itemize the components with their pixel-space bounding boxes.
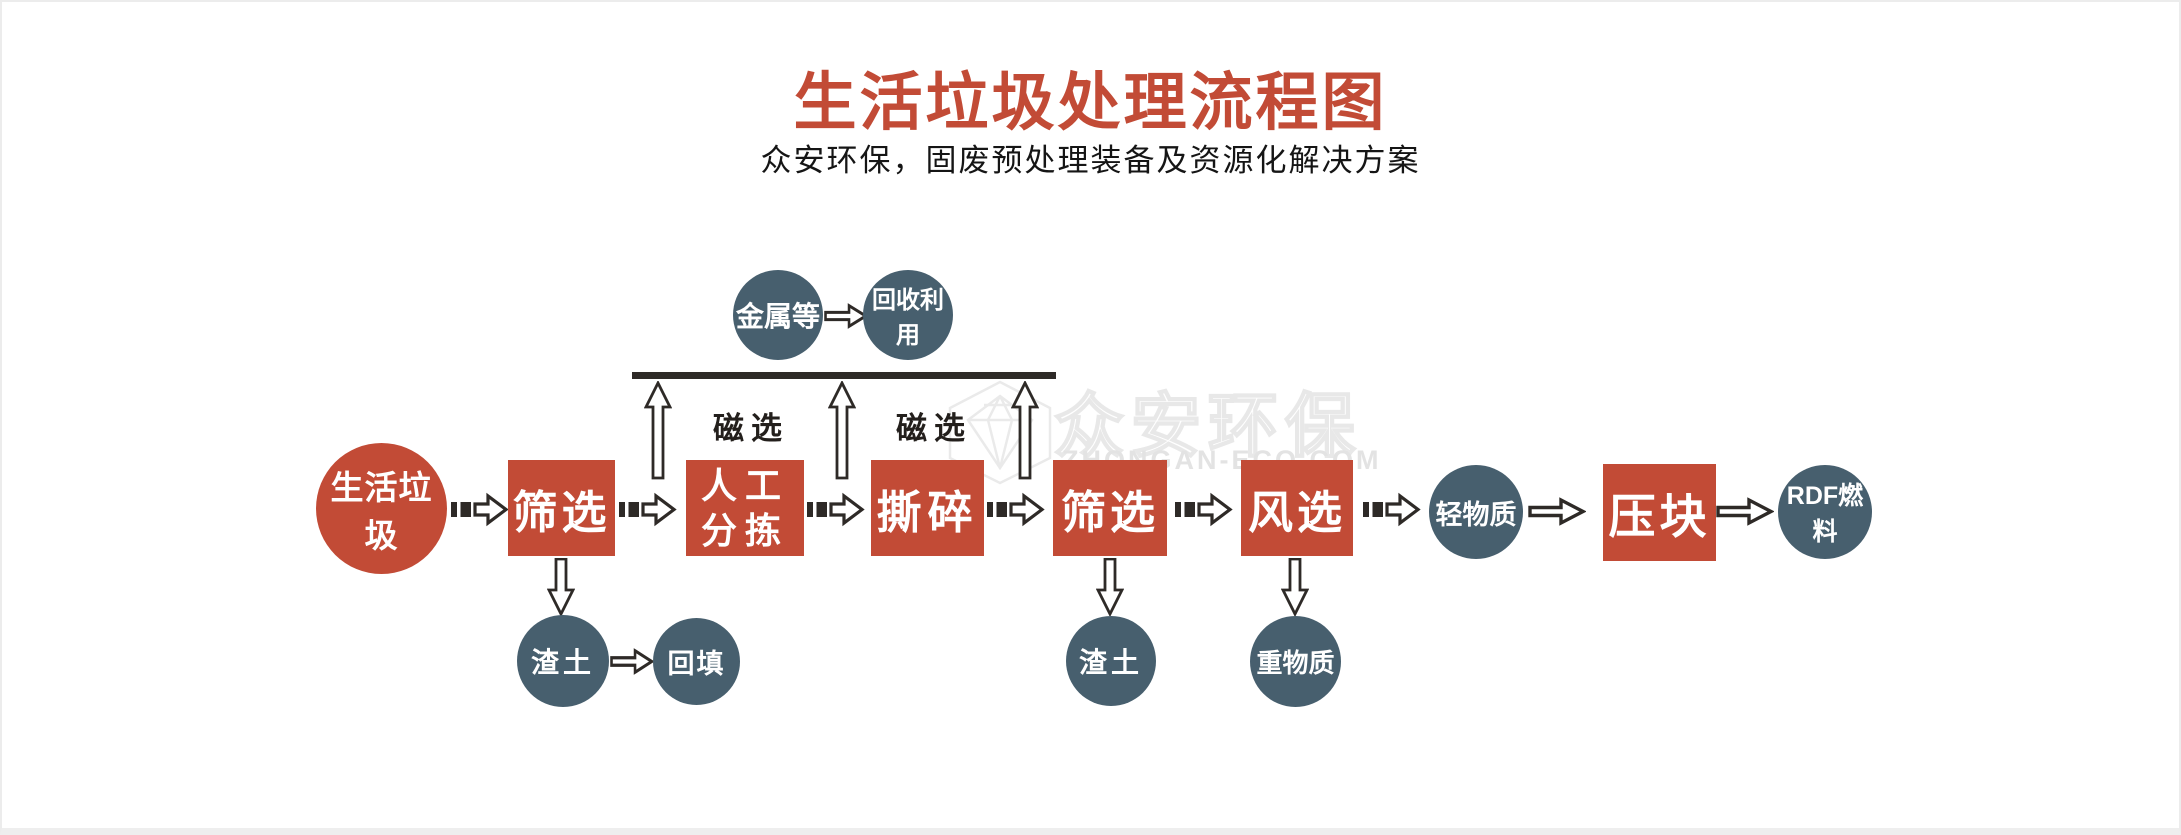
node-screening-2: 筛选 [1053,460,1167,556]
node-screening-1: 筛选 [508,460,615,556]
page-title: 生活垃圾处理流程图 [793,68,1388,138]
magnetic-sort-label: 磁选 [713,411,789,446]
manual-sorting-line2: 分拣 [700,510,789,551]
magnetic-sort-label: 磁选 [896,411,972,446]
flow-arrow-icon [1175,492,1233,527]
flow-arrow-icon [987,492,1045,527]
down-arrow-icon [547,558,575,616]
node-recycle: 回收利用 [863,270,953,360]
right-arrow-icon [824,303,868,329]
magnetic-collector-line [632,372,1056,379]
node-manual-sorting: 人工 分拣 [686,460,804,556]
right-arrow-icon [1528,497,1586,526]
node-metal: 金属等 [733,270,823,360]
right-arrow-icon [1716,497,1774,526]
flow-arrow-icon [451,492,509,527]
up-arrow-icon [644,381,672,480]
node-light-material: 轻物质 [1429,465,1523,559]
node-backfill: 回填 [653,618,740,705]
watermark-brand-text: 众安环保 [1053,386,1362,466]
node-heavy-material: 重物质 [1250,616,1341,707]
down-arrow-icon [1281,558,1309,616]
manual-sorting-line1: 人工 [700,465,789,506]
flow-arrow-icon [619,492,677,527]
node-rdf-fuel: RDF燃料 [1778,465,1872,559]
node-compress: 压块 [1603,464,1716,561]
node-slag-1: 渣土 [517,615,609,707]
node-slag-2: 渣土 [1066,616,1156,706]
node-shredding: 撕碎 [871,460,984,556]
node-household-waste: 生活垃圾 [316,443,447,574]
flow-arrow-icon [807,492,865,527]
up-arrow-icon [828,381,856,480]
down-arrow-icon [1096,558,1124,616]
flow-arrow-icon [1363,492,1421,527]
node-air-sorting: 风选 [1241,460,1353,556]
page-subtitle: 众安环保，固废预处理装备及资源化解决方案 [760,143,1421,178]
right-arrow-icon [610,648,654,675]
up-arrow-icon [1011,381,1039,480]
